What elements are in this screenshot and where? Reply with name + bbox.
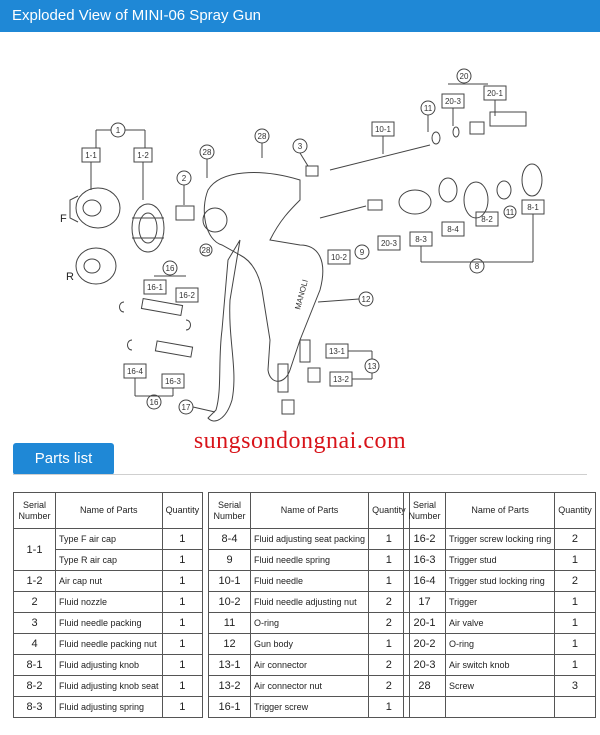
svg-text:1-1: 1-1 [85,151,97,160]
svg-text:2: 2 [182,174,187,183]
svg-text:11: 11 [506,208,515,217]
air-connector-nut [307,367,321,383]
header-qty: Quantity [368,492,410,529]
air-valve [489,111,527,127]
type-r-air-cap [75,247,117,285]
svg-text:13: 13 [368,362,377,371]
svg-text:20-3: 20-3 [381,239,398,248]
trigger [207,239,241,422]
fluid-needle [329,144,431,171]
svg-text:16-2: 16-2 [179,291,196,300]
svg-text:8-3: 8-3 [415,235,427,244]
callout-1-text: 1 [116,126,121,135]
svg-text:11: 11 [424,104,433,113]
svg-text:MANOLI: MANOLI [293,279,310,311]
table-row [403,696,596,718]
fluid-adjusting-spring [398,189,432,215]
header-name: Name of Parts [249,492,370,529]
header-qty: Quantity [161,492,204,529]
svg-text:13-2: 13-2 [333,375,350,384]
svg-text:28: 28 [202,246,211,255]
header-qty: Quantity [554,492,596,529]
exploded-view-diagram: 1 1-1 1-2 F R 2 28 28 28 MANOLI 3 10-1 2… [0,40,600,432]
table-row: Type R air cap 1 [14,549,204,571]
svg-text:20-1: 20-1 [487,89,504,98]
svg-text:R: R [66,271,74,283]
svg-text:16-3: 16-3 [165,377,182,386]
svg-text:10-2: 10-2 [331,253,348,262]
parts-table-1: Serial Number Name of Parts Quantity 1-1… [13,492,204,718]
trigger-stud [154,340,194,358]
header-name: Name of Parts [55,492,163,529]
header-serial: Serial Number [208,492,251,529]
divider [13,474,587,475]
parts-table-2: Serial Number Name of Parts Quantity 8-4… [208,492,410,718]
svg-text:28: 28 [258,132,267,141]
fluid-adjusting-knob [521,163,543,197]
table-row: 1-1 Type F air cap 1 [13,528,204,571]
header-serial: Serial Number [13,492,56,529]
trigger-screw [140,298,184,316]
svg-text:3: 3 [298,142,303,151]
parts-table-3: Serial Number Name of Parts Quantity 16-… [403,492,596,718]
svg-text:28: 28 [203,148,212,157]
air-connector [299,339,311,363]
svg-text:12: 12 [362,295,371,304]
air-cap-nut [131,203,165,253]
svg-text:16: 16 [150,398,159,407]
svg-text:9: 9 [360,248,365,257]
svg-text:F: F [60,213,67,225]
watermark: sungsondongnai.com [193,428,407,454]
svg-text:16-4: 16-4 [127,367,144,376]
svg-text:8-2: 8-2 [481,215,493,224]
svg-text:20: 20 [460,72,469,81]
svg-text:17: 17 [182,403,191,412]
svg-text:16-1: 16-1 [147,283,164,292]
svg-text:20-3: 20-3 [445,97,462,106]
header-serial: Serial Number [403,492,446,529]
svg-text:10-1: 10-1 [375,125,392,134]
svg-text:16: 16 [166,264,175,273]
svg-text:8-4: 8-4 [447,225,459,234]
parts-list-tab[interactable]: Parts list [13,443,114,475]
header-name: Name of Parts [444,492,556,529]
svg-text:8: 8 [475,262,480,271]
svg-text:13-1: 13-1 [329,347,346,356]
gun-body [203,172,324,382]
svg-text:1-2: 1-2 [137,151,149,160]
svg-text:8-1: 8-1 [527,203,539,212]
type-f-air-cap [75,187,121,229]
page-title: Exploded View of MINI-06 Spray Gun [0,0,600,32]
